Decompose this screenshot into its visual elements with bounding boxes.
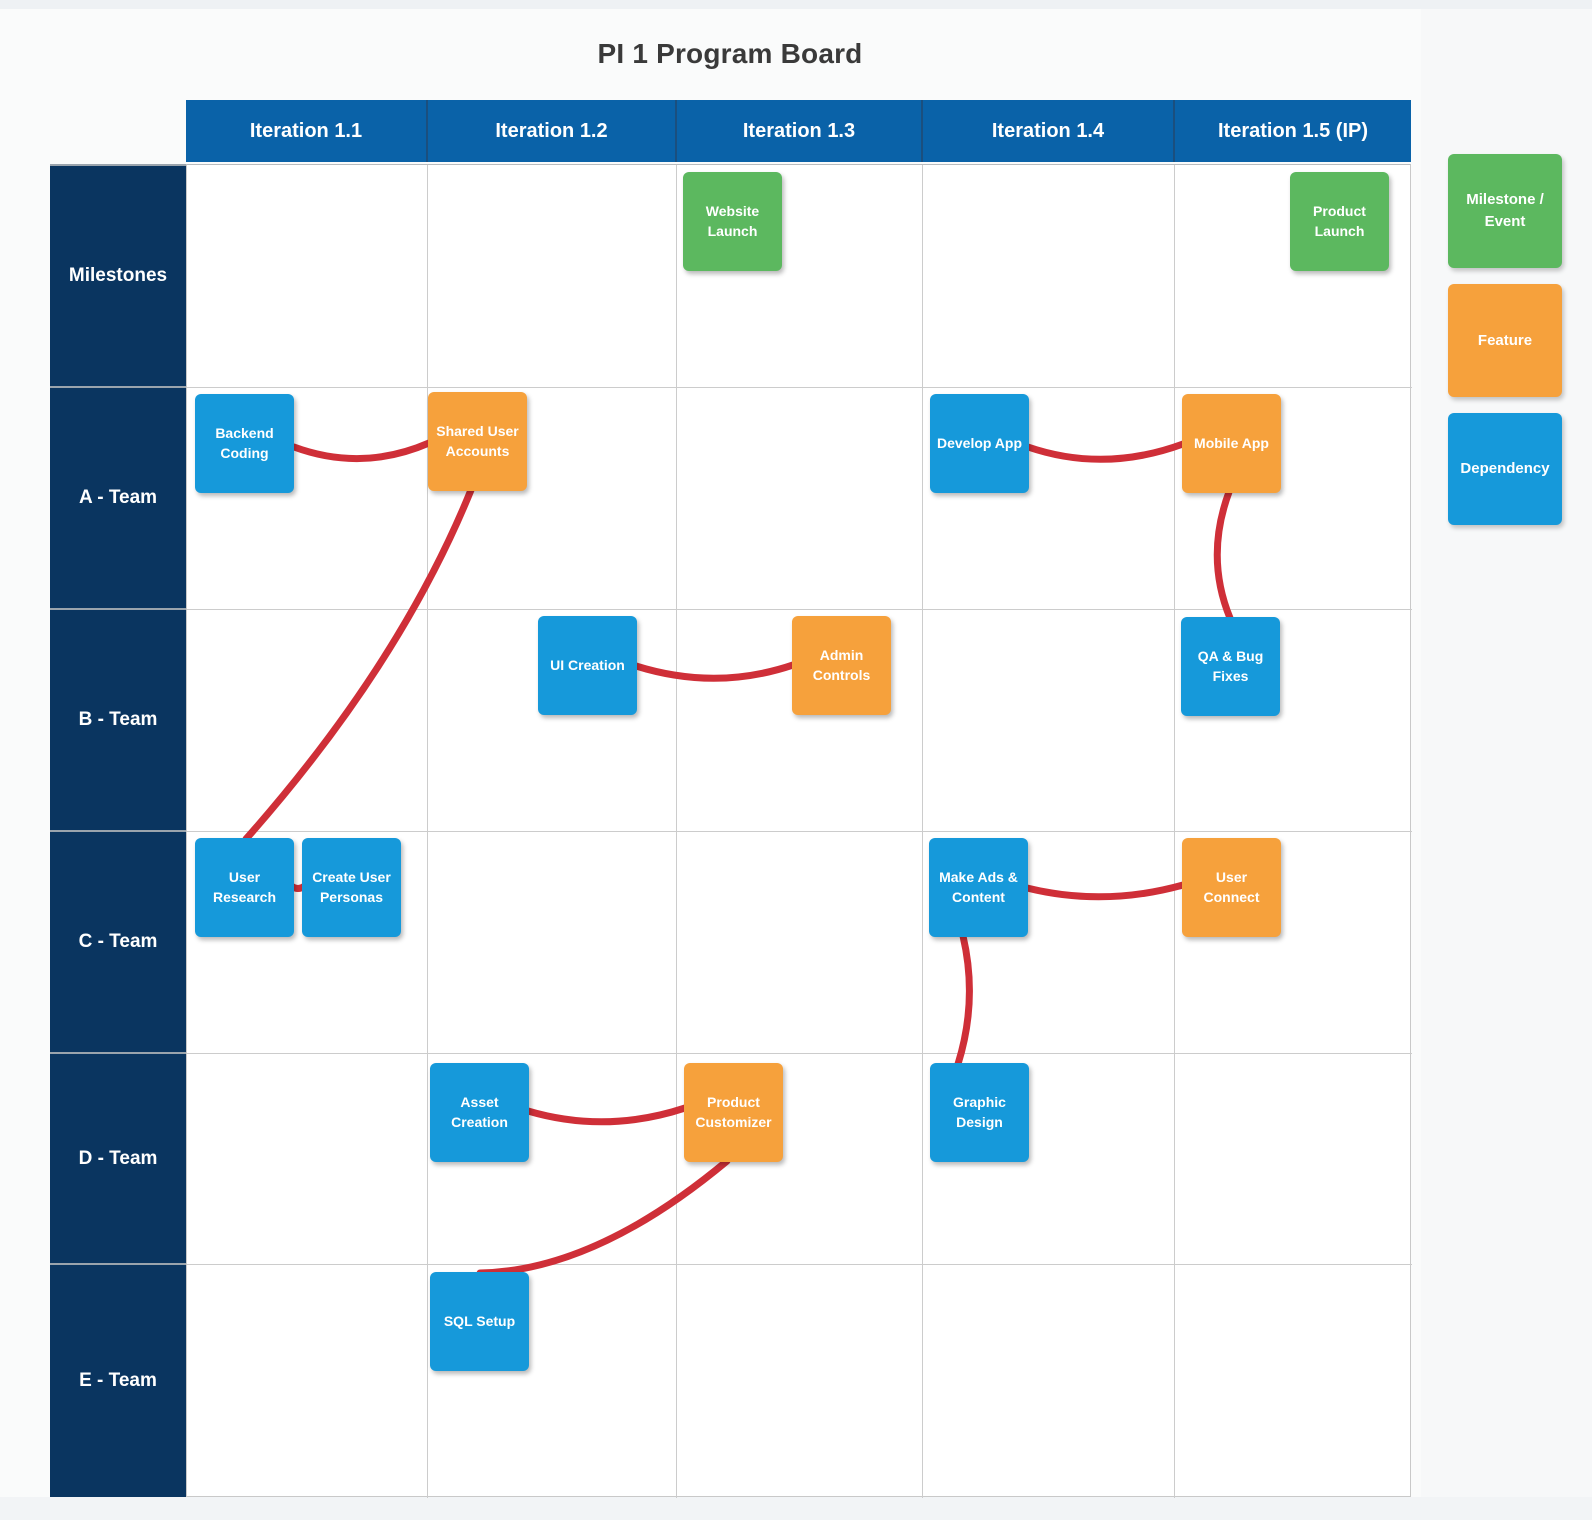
card-product-customizer[interactable]: Product Customizer <box>684 1063 783 1162</box>
card-create-user-personas[interactable]: Create User Personas <box>302 838 401 937</box>
row-header-e-team: E - Team <box>50 1263 186 1497</box>
card-mobile-app[interactable]: Mobile App <box>1182 394 1281 493</box>
card-admin-controls[interactable]: Admin Controls <box>792 616 891 715</box>
card-user-connect[interactable]: User Connect <box>1182 838 1281 937</box>
grid-hline <box>187 831 1412 832</box>
column-header-iteration-1-4: Iteration 1.4 <box>921 100 1173 162</box>
legend-feature: Feature <box>1448 284 1562 397</box>
legend-dependency: Dependency <box>1448 413 1562 525</box>
card-sql-setup[interactable]: SQL Setup <box>430 1272 529 1371</box>
card-develop-app[interactable]: Develop App <box>930 394 1029 493</box>
column-header-iteration-1-3: Iteration 1.3 <box>675 100 921 162</box>
row-header-a-team: A - Team <box>50 386 186 608</box>
card-graphic-design[interactable]: Graphic Design <box>930 1063 1029 1162</box>
row-header-milestones: Milestones <box>50 164 186 386</box>
grid-hline <box>187 1264 1412 1265</box>
column-header-iteration-1-5: Iteration 1.5 (IP) <box>1173 100 1411 162</box>
page-title: PI 1 Program Board <box>597 38 863 69</box>
page-bottom-edge <box>0 1497 1592 1520</box>
card-shared-user-accounts[interactable]: Shared User Accounts <box>428 392 527 491</box>
card-ui-creation[interactable]: UI Creation <box>538 616 637 715</box>
card-make-ads-content[interactable]: Make Ads & Content <box>929 838 1028 937</box>
row-header-c-team: C - Team <box>50 830 186 1052</box>
row-header-b-team: B - Team <box>50 608 186 830</box>
card-user-research[interactable]: User Research <box>195 838 294 937</box>
row-header-d-team: D - Team <box>50 1052 186 1263</box>
grid-hline <box>187 609 1412 610</box>
card-asset-creation[interactable]: Asset Creation <box>430 1063 529 1162</box>
legend-milestone-event: Milestone / Event <box>1448 154 1562 268</box>
card-qa-bug-fixes[interactable]: QA & Bug Fixes <box>1181 617 1280 716</box>
column-header-iteration-1-2: Iteration 1.2 <box>426 100 675 162</box>
card-website-launch[interactable]: Website Launch <box>683 172 782 271</box>
board-grid <box>186 164 1412 1498</box>
grid-hline <box>187 1053 1412 1054</box>
grid-hline <box>187 387 1412 388</box>
card-product-launch[interactable]: Product Launch <box>1290 172 1389 271</box>
card-backend-coding[interactable]: Backend Coding <box>195 394 294 493</box>
column-header-iteration-1-1: Iteration 1.1 <box>186 100 426 162</box>
page-top-edge <box>0 0 1592 9</box>
